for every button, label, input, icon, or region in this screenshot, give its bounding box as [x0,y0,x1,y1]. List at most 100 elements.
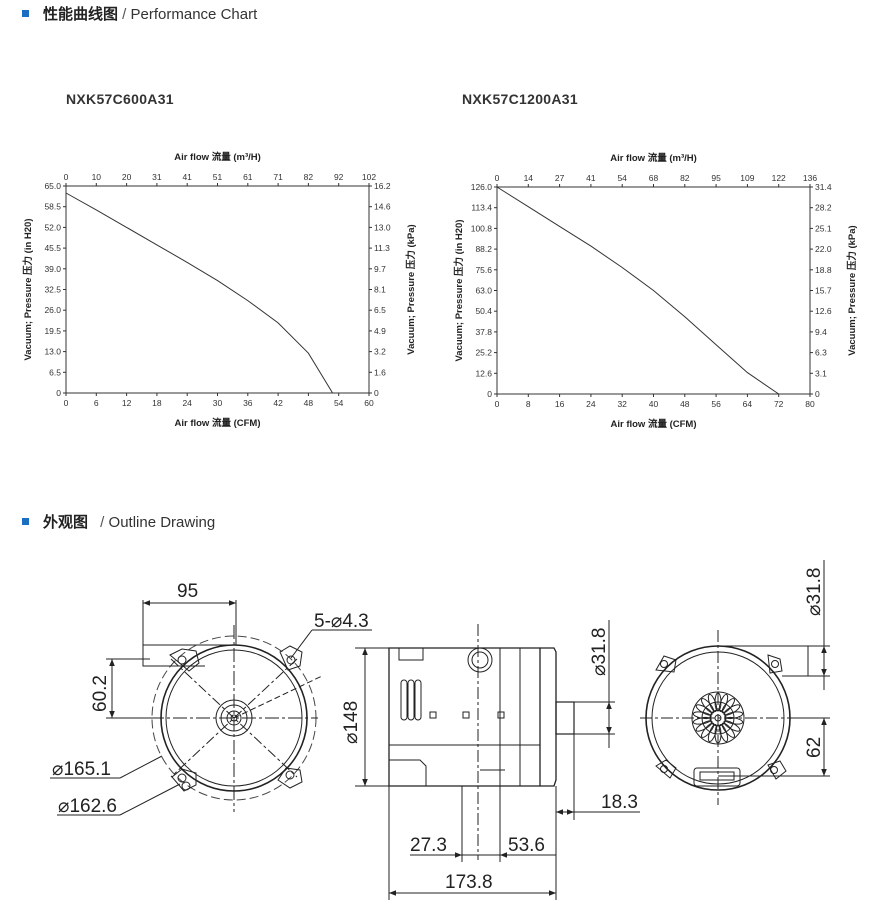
x-tick-label: 54 [334,398,344,408]
dim-173-8: 173.8 [445,872,493,893]
x2-tick-label: 92 [334,172,344,182]
dim-162-6: ⌀162.6 [58,796,117,817]
dim-95: 95 [177,581,198,602]
y2-tick-label: 1.6 [374,367,386,377]
y-tick-label: 25.2 [475,348,492,358]
y-tick-label: 100.8 [471,223,493,233]
y-tick-label: 126.0 [471,182,493,192]
y2-tick-label: 0 [374,388,379,398]
y2-axis-title: Vacuum; Pressure 压力 (kPa) [405,224,417,354]
performance-section-header: 性能曲线图 / Performance Chart [22,3,257,24]
x2-axis-title: Air flow 流量 (m³/H) [174,151,261,163]
y-tick-label: 45.5 [44,243,61,253]
y-tick-label: 26.0 [44,305,61,315]
x2-tick-label: 54 [617,173,627,183]
x2-tick-label: 71 [273,172,283,182]
x2-tick-label: 31 [152,172,162,182]
y2-tick-label: 11.3 [374,243,390,253]
y-tick-label: 19.5 [44,326,61,336]
y2-tick-label: 3.1 [815,368,827,378]
x2-tick-label: 0 [64,172,69,182]
x-tick-label: 12 [122,398,132,408]
impeller-blade [707,693,718,712]
outline-title-cn: 外观图 [43,514,89,531]
y2-tick-label: 18.8 [815,265,832,275]
y2-tick-label: 13.0 [374,222,391,232]
x-tick-label: 0 [495,399,500,409]
front-view [50,600,372,816]
x-tick-label: 72 [774,399,784,409]
y2-tick-label: 22.0 [815,244,832,254]
x-tick-label: 8 [526,399,531,409]
x2-tick-label: 102 [362,172,376,182]
y2-tick-label: 0 [815,389,820,399]
y2-tick-label: 14.6 [374,202,391,212]
outline-section-header: 外观图 / Outline Drawing [22,511,215,532]
x-tick-label: 18 [152,398,162,408]
y-tick-label: 75.6 [475,265,492,275]
x2-tick-label: 41 [586,173,596,183]
x2-tick-label: 61 [243,172,253,182]
dim-148: ⌀148 [341,701,362,744]
y-tick-label: 32.5 [44,285,61,295]
x2-axis-title: Air flow 流量 (m³/H) [610,152,697,164]
y-tick-label: 50.4 [475,306,492,316]
dim-18-3: 18.3 [601,792,638,813]
y-tick-label: 63.0 [475,286,492,296]
y2-tick-label: 6.3 [815,348,827,358]
x-tick-label: 24 [586,399,596,409]
x-tick-label: 80 [805,399,815,409]
y2-tick-label: 9.7 [374,264,386,274]
x-tick-label: 6 [94,398,99,408]
x2-tick-label: 10 [92,172,102,182]
x2-tick-label: 136 [803,173,817,183]
chart2-model-title: NXK57C1200A31 [462,91,578,107]
x2-tick-label: 27 [555,173,565,183]
x2-tick-label: 95 [711,173,721,183]
y2-tick-label: 25.1 [815,223,832,233]
x-tick-label: 48 [304,398,314,408]
back-view [640,560,830,805]
dim-31-8-shaft: ⌀31.8 [589,628,610,676]
y-tick-label: 13.0 [44,347,61,357]
x-tick-label: 42 [273,398,283,408]
x2-tick-label: 51 [213,172,223,182]
dim-60-2: 60.2 [90,675,111,712]
title-separator: / [96,514,109,531]
x-tick-label: 24 [182,398,192,408]
y-tick-label: 39.0 [44,264,61,274]
y2-tick-label: 15.7 [815,286,832,296]
y-tick-label: 58.5 [44,202,61,212]
y-tick-label: 6.5 [49,367,61,377]
x-tick-label: 56 [711,399,721,409]
y-tick-label: 52.0 [44,222,61,232]
y-tick-label: 12.6 [475,368,492,378]
x2-tick-label: 82 [304,172,314,182]
x2-tick-label: 20 [122,172,132,182]
dim-holes: 5-⌀4.3 [314,611,369,632]
y-tick-label: 88.2 [475,244,492,254]
y2-tick-label: 6.5 [374,305,386,315]
y2-tick-label: 12.6 [815,306,832,316]
series-line [496,186,779,395]
x2-tick-label: 14 [524,173,534,183]
side-view [355,620,640,900]
y-tick-label: 0 [56,388,61,398]
x-axis-title: Air flow 流量 (CFM) [610,418,696,430]
x2-tick-label: 41 [182,172,192,182]
x-tick-label: 60 [364,398,374,408]
x-tick-label: 0 [64,398,69,408]
bullet-square-icon [22,10,29,17]
x-axis-title: Air flow 流量 (CFM) [174,417,260,429]
x-tick-label: 16 [555,399,565,409]
x2-tick-label: 68 [649,173,659,183]
x-tick-label: 48 [680,399,690,409]
x-tick-label: 64 [743,399,753,409]
y-axis-title: Vacuum; Pressure 压力 (in H20) [453,219,465,361]
x2-tick-label: 82 [680,173,690,183]
dim-62: 62 [804,737,825,758]
chart1-model-title: NXK57C600A31 [66,91,174,107]
x-tick-label: 40 [649,399,659,409]
